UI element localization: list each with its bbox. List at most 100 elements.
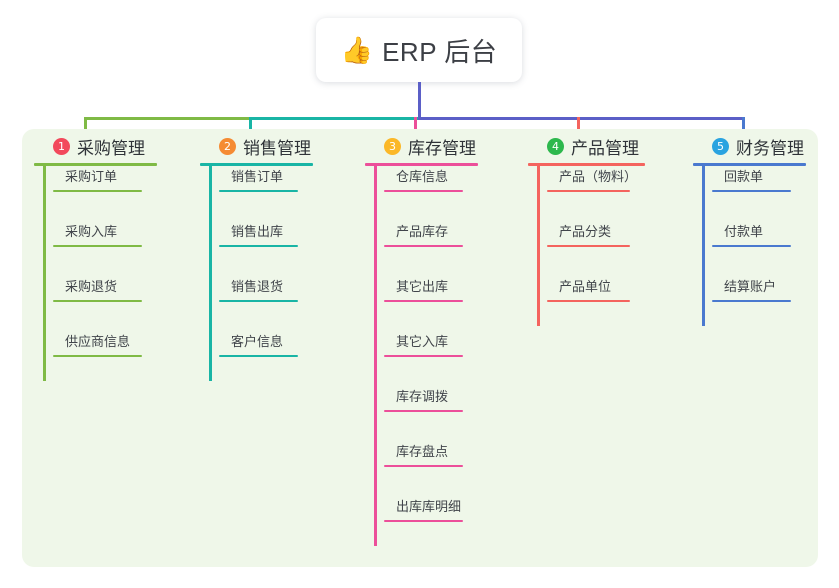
column-index-badge: 1 <box>53 137 70 155</box>
column-header-rule <box>528 163 645 166</box>
leaf-label: 产品（物料） <box>559 169 638 184</box>
leaf-item[interactable]: 其它出库 <box>374 276 475 302</box>
column-spine <box>43 166 46 381</box>
leaf-rule <box>384 465 463 467</box>
leaf-item[interactable]: 库存调拨 <box>374 386 475 412</box>
leaf-rule <box>712 245 791 247</box>
leaf-label: 其它入库 <box>396 334 449 349</box>
leaf-rule <box>219 355 298 357</box>
leaf-rule <box>547 190 630 192</box>
column-title: 财务管理 <box>736 138 804 158</box>
leaf-rule <box>53 245 142 247</box>
leaf-item[interactable]: 采购退货 <box>43 276 154 302</box>
leaf-label: 客户信息 <box>231 334 284 349</box>
leaf-label: 采购退货 <box>65 279 118 294</box>
column-spine <box>537 166 540 326</box>
leaf-rule <box>547 300 630 302</box>
root-node-content: 👍 ERP 后台 <box>341 32 498 69</box>
leaf-item[interactable]: 其它入库 <box>374 331 475 357</box>
leaf-rule <box>53 190 142 192</box>
branch-column-库存管理: 3 库存管理仓库信息产品库存其它出库其它入库库存调拨库存盘点出库库明细 <box>365 129 478 546</box>
leaf-label: 销售退货 <box>231 279 284 294</box>
leaf-item[interactable]: 产品单位 <box>537 276 642 302</box>
bus-segment-teal <box>249 117 419 120</box>
leaf-label: 结算账户 <box>724 279 777 294</box>
leaf-item[interactable]: 采购入库 <box>43 221 154 247</box>
column-header-rule <box>200 163 313 166</box>
leaf-item[interactable]: 仓库信息 <box>374 166 475 192</box>
branch-column-财务管理: 5 财务管理回款单付款单结算账户 <box>693 129 806 326</box>
leaf-rule <box>547 245 630 247</box>
column-title: 产品管理 <box>571 138 639 158</box>
leaf-rule <box>53 300 142 302</box>
leaf-label: 回款单 <box>724 169 764 184</box>
bus-segment-indigo <box>418 117 744 120</box>
branch-column-采购管理: 1 采购管理采购订单采购入库采购退货供应商信息 <box>34 129 157 381</box>
leaf-label: 销售订单 <box>231 169 284 184</box>
thumbs-up-icon: 👍 <box>340 35 374 65</box>
branch-column-产品管理: 4 产品管理产品（物料） 产品分类产品单位 <box>528 129 645 326</box>
leaf-rule <box>712 190 791 192</box>
column-spine <box>374 166 377 546</box>
leaf-item[interactable]: 库存盘点 <box>374 441 475 467</box>
leaf-item[interactable]: 供应商信息 <box>43 331 154 357</box>
leaf-label: 付款单 <box>724 224 764 239</box>
leaf-item[interactable]: 产品分类 <box>537 221 642 247</box>
column-header-3[interactable]: 3 库存管理 <box>365 129 478 163</box>
leaf-rule <box>384 355 463 357</box>
column-title: 库存管理 <box>408 138 476 158</box>
column-index-badge: 3 <box>384 137 401 155</box>
leaf-rule <box>384 245 463 247</box>
column-header-5[interactable]: 5 财务管理 <box>693 129 806 163</box>
column-spine <box>702 166 705 326</box>
leaf-label: 采购入库 <box>65 224 118 239</box>
leaf-item[interactable]: 产品（物料） <box>537 166 642 192</box>
root-title: ERP 后台 <box>382 36 498 67</box>
root-stem-line <box>418 82 421 120</box>
root-node[interactable]: 👍 ERP 后台 <box>316 18 522 82</box>
leaf-rule <box>219 190 298 192</box>
leaf-item[interactable]: 采购订单 <box>43 166 154 192</box>
branches-panel: 1 采购管理采购订单采购入库采购退货供应商信息 2 销售管理销售订单销售出库销售退货客… <box>22 129 818 567</box>
leaf-rule <box>219 300 298 302</box>
column-header-rule <box>693 163 806 166</box>
column-title: 销售管理 <box>243 138 311 158</box>
leaf-rule <box>712 300 791 302</box>
leaf-rule <box>384 520 463 522</box>
leaf-rule <box>384 300 463 302</box>
leaf-label: 采购订单 <box>65 169 118 184</box>
leaf-label: 供应商信息 <box>65 334 131 349</box>
leaf-label: 产品库存 <box>396 224 449 239</box>
leaf-item[interactable]: 出库库明细 <box>374 496 475 522</box>
leaf-rule <box>384 410 463 412</box>
leaf-label: 销售出库 <box>231 224 284 239</box>
leaf-label: 库存调拨 <box>396 389 449 404</box>
column-index-badge: 5 <box>712 137 729 155</box>
leaf-item[interactable]: 客户信息 <box>209 331 310 357</box>
leaf-item[interactable]: 销售订单 <box>209 166 310 192</box>
column-index-badge: 2 <box>219 137 236 155</box>
column-header-1[interactable]: 1 采购管理 <box>34 129 157 163</box>
leaf-item[interactable]: 销售出库 <box>209 221 310 247</box>
leaf-item[interactable]: 回款单 <box>702 166 803 192</box>
leaf-item[interactable]: 付款单 <box>702 221 803 247</box>
column-header-4[interactable]: 4 产品管理 <box>528 129 645 163</box>
leaf-item[interactable]: 结算账户 <box>702 276 803 302</box>
leaf-label: 仓库信息 <box>396 169 449 184</box>
column-spine <box>209 166 212 381</box>
column-header-rule <box>34 163 157 166</box>
leaf-rule <box>219 245 298 247</box>
column-header-rule <box>365 163 478 166</box>
column-title: 采购管理 <box>77 138 145 158</box>
branch-column-销售管理: 2 销售管理销售订单销售出库销售退货客户信息 <box>200 129 313 381</box>
leaf-label: 其它出库 <box>396 279 449 294</box>
leaf-label: 产品单位 <box>559 279 612 294</box>
leaf-item[interactable]: 销售退货 <box>209 276 310 302</box>
bus-segment-green <box>84 117 251 120</box>
leaf-label: 库存盘点 <box>396 444 449 459</box>
column-header-2[interactable]: 2 销售管理 <box>200 129 313 163</box>
leaf-item[interactable]: 产品库存 <box>374 221 475 247</box>
column-index-badge: 4 <box>547 137 564 155</box>
leaf-label: 产品分类 <box>559 224 612 239</box>
